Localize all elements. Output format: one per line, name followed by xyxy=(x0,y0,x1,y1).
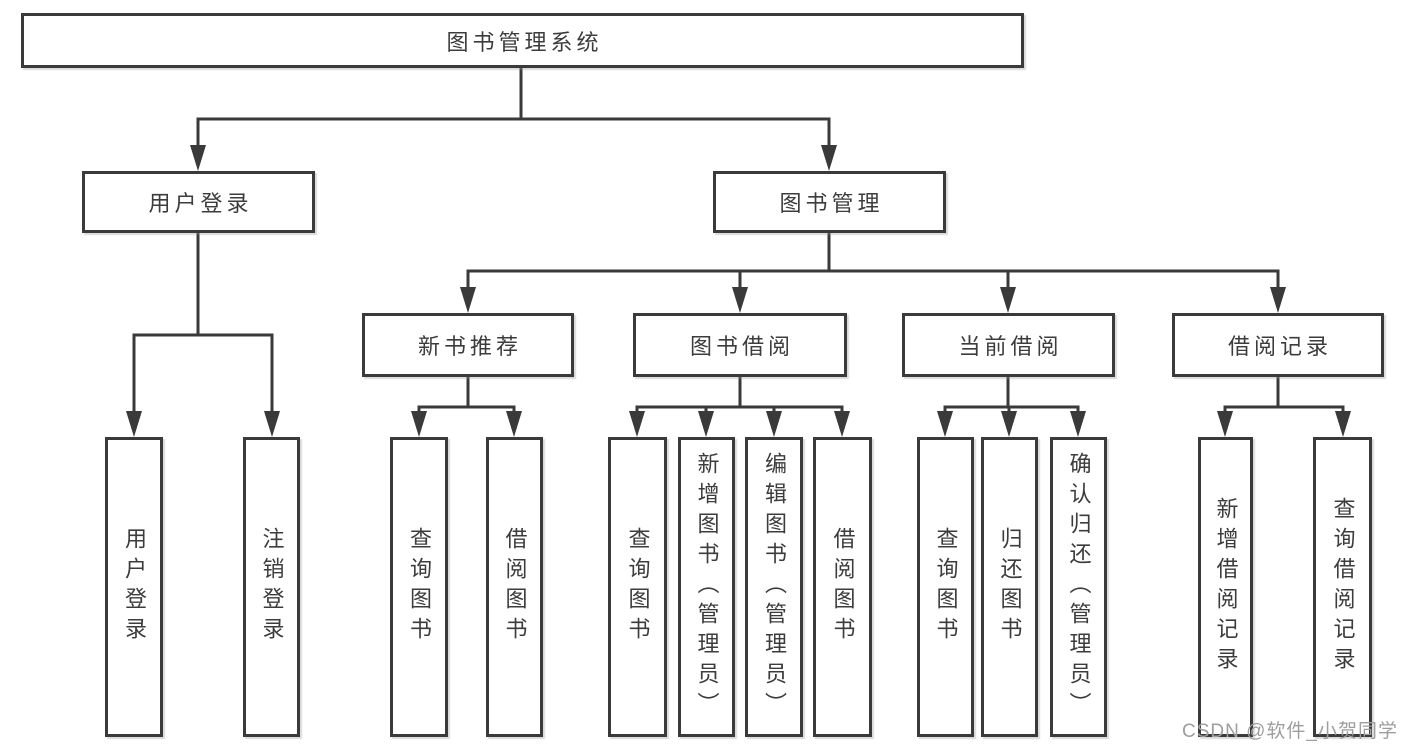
connector-path xyxy=(196,68,831,153)
arrowhead-icon xyxy=(411,411,427,437)
connector-path xyxy=(635,377,844,419)
node-label-leaf-logout: 注销登录 xyxy=(259,527,285,647)
node-leaf-query-books-3: 查询图书 xyxy=(917,437,974,737)
node-label-leaf-user-login: 用户登录 xyxy=(122,527,147,647)
node-label-leaf-return-books: 归还图书 xyxy=(997,527,1023,647)
node-borrow-records: 借阅记录 xyxy=(1172,313,1384,377)
node-leaf-return-books: 归还图书 xyxy=(981,437,1038,737)
arrowhead-icon xyxy=(766,411,782,437)
arrowhead-icon xyxy=(264,411,280,437)
node-label-leaf-edit-books: 编辑图书（管理员） xyxy=(762,452,787,722)
node-book-management: 图书管理 xyxy=(713,171,946,233)
arrowhead-icon xyxy=(1001,411,1017,437)
connector-path xyxy=(466,233,1280,295)
node-user-login: 用户登录 xyxy=(82,171,315,233)
arrowhead-icon xyxy=(126,411,142,437)
node-leaf-query-borrow-record: 查询借阅记录 xyxy=(1313,437,1372,737)
node-current-borrow: 当前借阅 xyxy=(902,313,1115,377)
arrowhead-icon xyxy=(460,287,476,313)
arrowhead-icon xyxy=(821,145,837,171)
node-leaf-borrow-books-1: 借阅图书 xyxy=(486,437,543,737)
arrowhead-icon xyxy=(698,411,714,437)
arrowhead-icon xyxy=(1070,411,1086,437)
node-label-book-borrow: 图书借阅 xyxy=(689,334,794,359)
node-label-leaf-add-books: 新增图书（管理员） xyxy=(694,452,720,722)
node-label-borrow-records: 借阅记录 xyxy=(1227,334,1332,359)
node-root: 图书管理系统 xyxy=(21,13,1024,68)
node-leaf-borrow-books-2: 借阅图书 xyxy=(813,437,872,737)
connector-path xyxy=(943,377,1080,419)
node-leaf-query-books-1: 查询图书 xyxy=(390,437,448,737)
node-label-leaf-query-books-2: 查询图书 xyxy=(625,527,651,647)
watermark: CSDN @软件_小贺同学 xyxy=(1182,721,1398,742)
arrowhead-icon xyxy=(1217,411,1233,437)
node-label-leaf-query-borrow-record: 查询借阅记录 xyxy=(1330,497,1356,677)
arrowhead-icon xyxy=(937,411,953,437)
node-label-leaf-query-books-1: 查询图书 xyxy=(407,527,432,647)
arrowhead-icon xyxy=(506,411,522,437)
connector-path xyxy=(1223,377,1345,419)
node-book-borrow: 图书借阅 xyxy=(633,313,847,377)
node-label-leaf-query-books-3: 查询图书 xyxy=(933,527,959,647)
arrowhead-icon xyxy=(1270,287,1286,313)
connector-path xyxy=(417,377,516,419)
arrowhead-icon xyxy=(190,145,206,171)
node-label-leaf-confirm-return: 确认归还（管理员） xyxy=(1066,452,1092,722)
node-label-new-book-recommend: 新书推荐 xyxy=(417,334,522,359)
node-label-root: 图书管理系统 xyxy=(446,29,603,55)
arrowhead-icon xyxy=(629,411,645,437)
node-label-leaf-borrow-books-1: 借阅图书 xyxy=(502,527,528,647)
node-leaf-add-borrow-record: 新增借阅记录 xyxy=(1198,437,1253,737)
arrowhead-icon xyxy=(1335,411,1351,437)
node-label-book-management: 图书管理 xyxy=(779,191,884,216)
node-leaf-logout: 注销登录 xyxy=(243,437,300,737)
connector-path xyxy=(132,233,274,419)
node-leaf-query-books-2: 查询图书 xyxy=(608,437,667,737)
node-label-user-login: 用户登录 xyxy=(148,191,253,216)
node-leaf-edit-books: 编辑图书（管理员） xyxy=(745,437,803,737)
node-label-leaf-borrow-books-2: 借阅图书 xyxy=(830,527,856,647)
arrowhead-icon xyxy=(732,287,748,313)
node-leaf-add-books: 新增图书（管理员） xyxy=(678,437,735,737)
node-label-current-borrow: 当前借阅 xyxy=(958,334,1063,359)
arrowhead-icon xyxy=(834,411,850,437)
node-leaf-user-login: 用户登录 xyxy=(105,437,163,737)
node-new-book-recommend: 新书推荐 xyxy=(362,313,574,377)
arrowhead-icon xyxy=(1000,287,1016,313)
node-leaf-confirm-return: 确认归还（管理员） xyxy=(1050,437,1107,737)
node-label-leaf-add-borrow-record: 新增借阅记录 xyxy=(1213,497,1239,677)
